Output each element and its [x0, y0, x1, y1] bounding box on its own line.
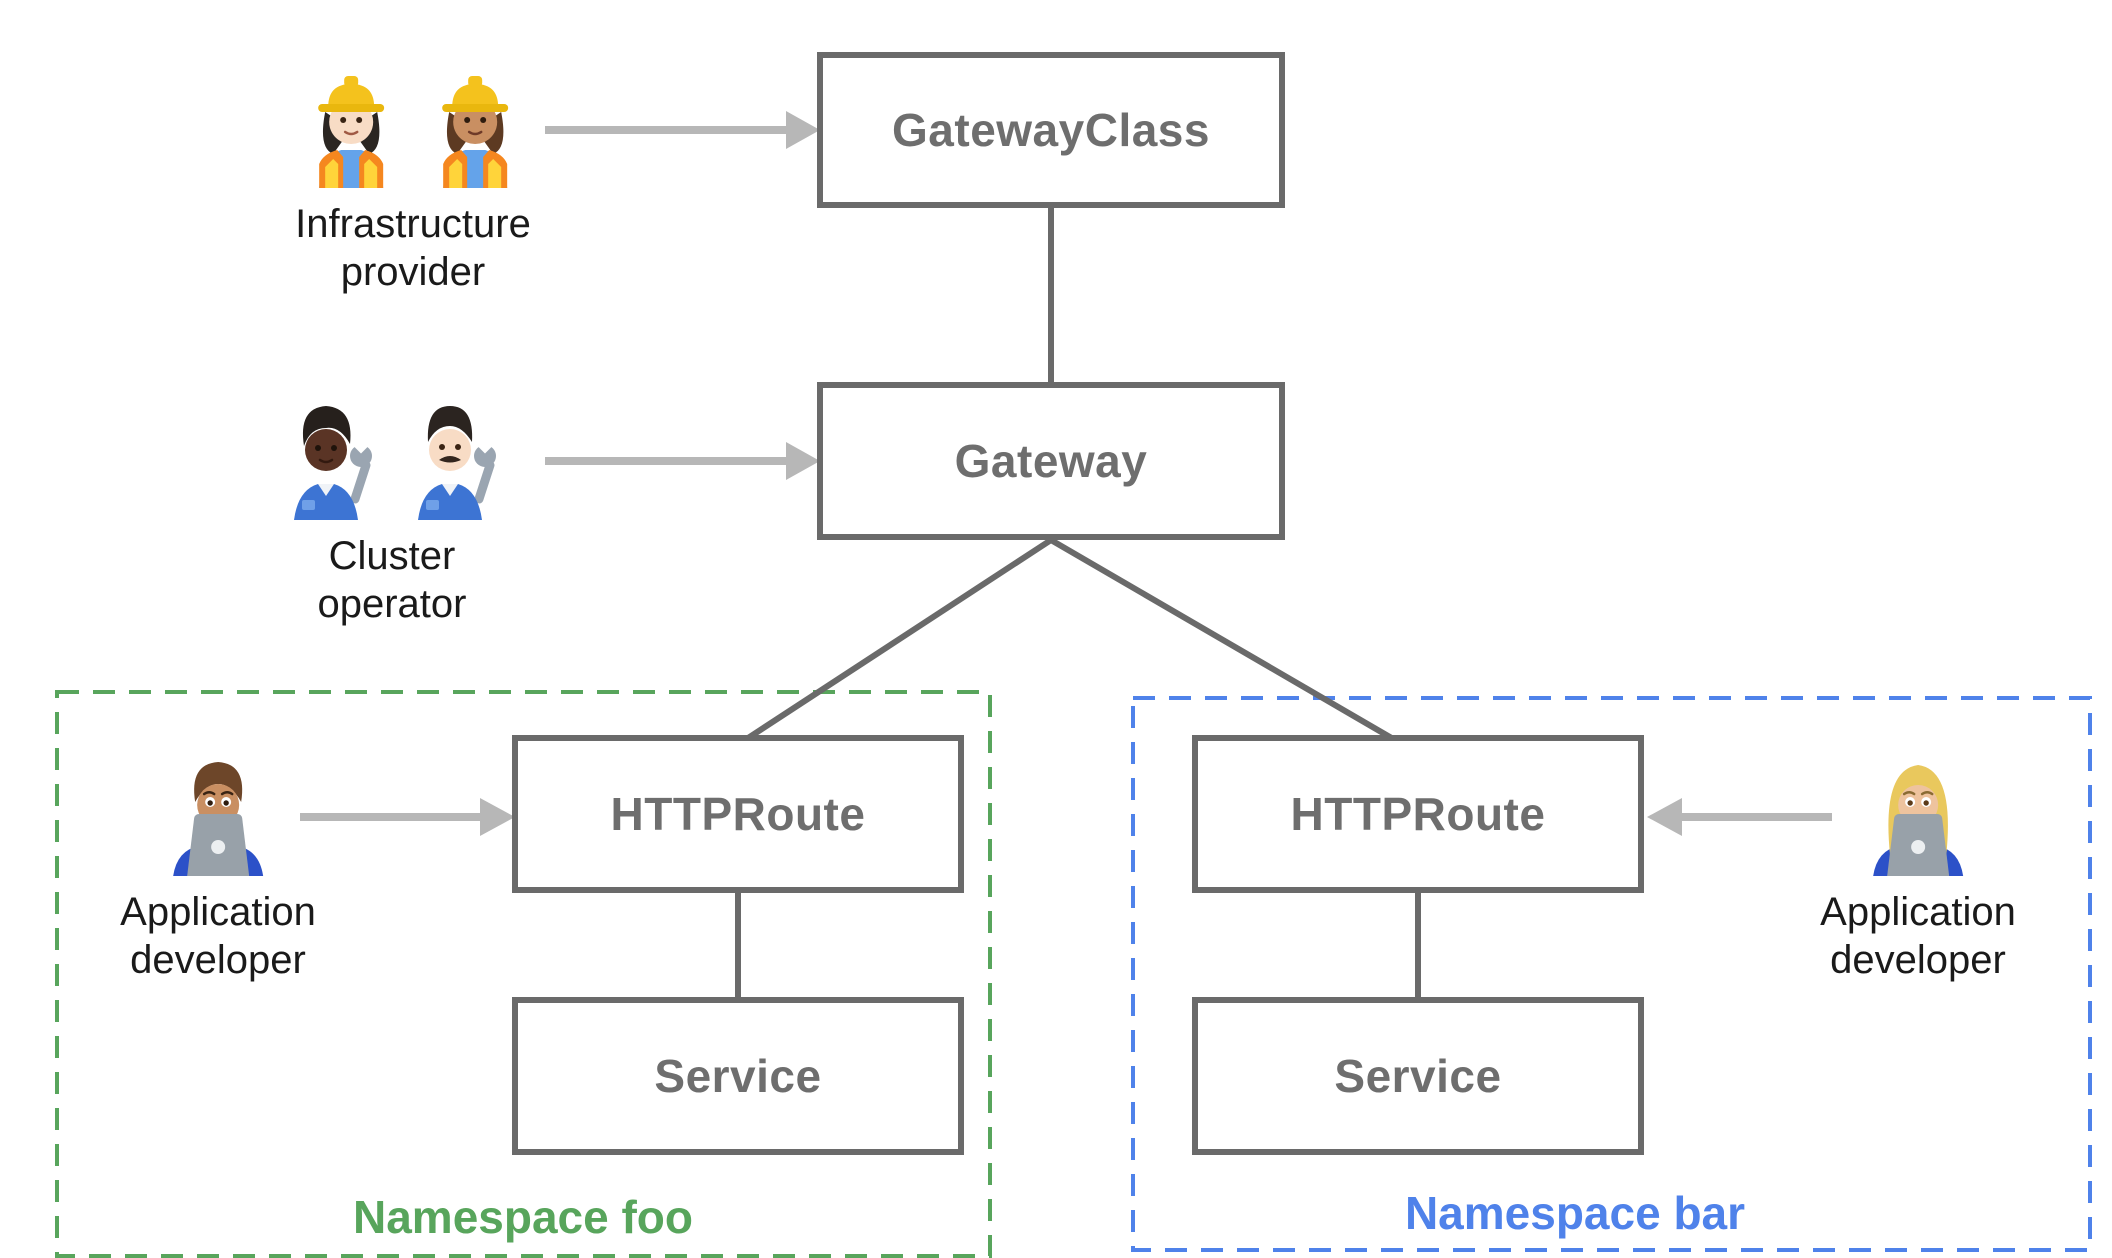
- namespace-bar-boundary: [1131, 696, 2092, 1252]
- persona-app-developer-bar-icons: [1860, 748, 1976, 876]
- arrow-app-developer-foo: [300, 798, 515, 836]
- man-mechanic-light-icon: [418, 406, 496, 520]
- persona-label-line1: Application: [120, 890, 316, 934]
- arrow-cluster-operator: [545, 442, 820, 480]
- namespace-foo-boundary: [55, 690, 992, 1258]
- persona-cluster-operator: Cluster operator: [280, 392, 504, 628]
- node-service-foo-label: Service: [654, 1050, 822, 1102]
- node-httproute-foo: HTTPRoute: [512, 735, 964, 893]
- persona-label-line1: Application: [1820, 890, 2016, 934]
- persona-label-line2: provider: [340, 250, 486, 294]
- arrow-app-developer-bar: [1647, 798, 1832, 836]
- persona-infrastructure-provider: Infrastructure provider: [295, 60, 531, 296]
- node-gatewayclass: GatewayClass: [817, 52, 1285, 208]
- man-technologist-icon: [173, 762, 263, 876]
- persona-app-developer-bar-label: Application developer: [1820, 888, 2016, 984]
- persona-infrastructure-provider-icons: [301, 60, 525, 188]
- woman-technologist-icon: [1873, 765, 1963, 876]
- node-service-foo: Service: [512, 997, 964, 1155]
- namespace-foo-label: Namespace foo: [352, 1191, 694, 1243]
- woman-construction-worker-light-icon: [318, 76, 384, 188]
- persona-app-developer-foo-icons: [160, 748, 276, 876]
- persona-app-developer-foo: Application developer: [120, 748, 316, 984]
- woman-construction-worker-medium-icon: [442, 76, 508, 188]
- arrow-infrastructure-provider: [545, 111, 820, 149]
- node-httproute-bar-label: HTTPRoute: [1290, 788, 1546, 840]
- namespace-bar-label: Namespace bar: [1404, 1187, 1746, 1239]
- persona-label-line2: operator: [317, 582, 467, 626]
- node-gateway: Gateway: [817, 382, 1285, 540]
- persona-app-developer-bar: Application developer: [1820, 748, 2016, 984]
- persona-label-line1: Cluster: [328, 534, 456, 578]
- persona-app-developer-foo-label: Application developer: [120, 888, 316, 984]
- node-service-bar: Service: [1192, 997, 1644, 1155]
- connector-gateway-httproutes: [743, 536, 1397, 743]
- persona-label-line2: developer: [130, 938, 306, 982]
- persona-label-line2: developer: [1830, 938, 2006, 982]
- node-gatewayclass-label: GatewayClass: [892, 104, 1210, 156]
- node-httproute-foo-label: HTTPRoute: [610, 788, 866, 840]
- persona-infrastructure-provider-label: Infrastructure provider: [295, 200, 531, 296]
- node-service-bar-label: Service: [1334, 1050, 1502, 1102]
- persona-label-line1: Infrastructure: [295, 202, 531, 246]
- mechanic-dark-icon: [294, 406, 372, 520]
- node-gateway-label: Gateway: [954, 435, 1148, 487]
- persona-cluster-operator-icons: [280, 392, 504, 520]
- persona-cluster-operator-label: Cluster operator: [318, 532, 467, 628]
- node-httproute-bar: HTTPRoute: [1192, 735, 1644, 893]
